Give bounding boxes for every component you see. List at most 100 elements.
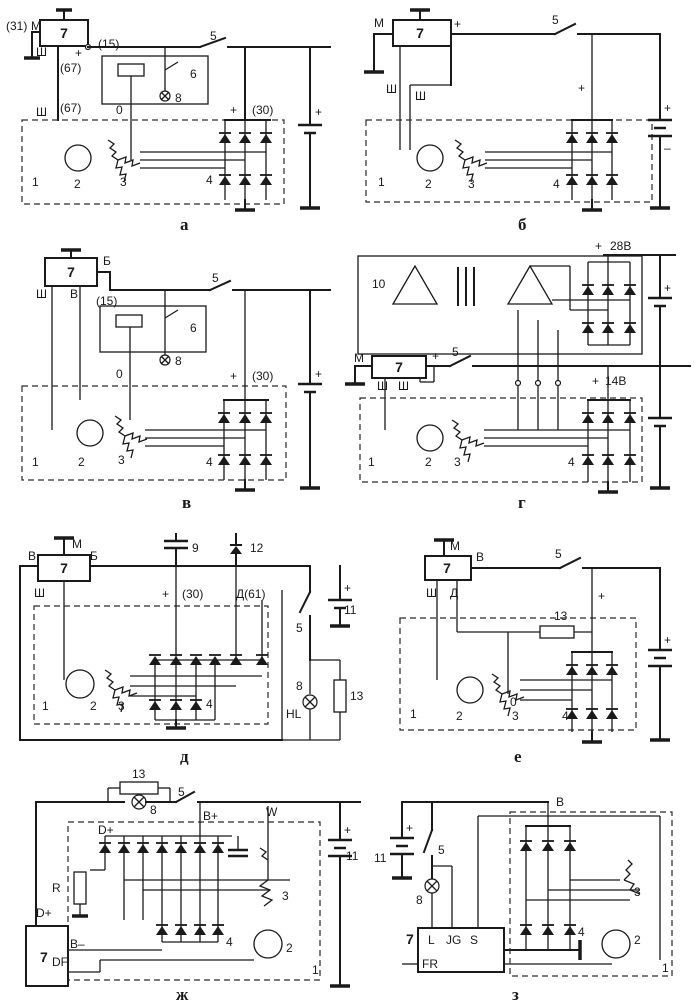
rotor-2-label: 2 [74, 177, 81, 191]
res-13-label: 13 [132, 767, 146, 781]
alt-1-label: 1 [410, 707, 417, 721]
v28-label: 28В [610, 239, 631, 253]
relay-6 [101, 55, 209, 105]
caption-zh: ж [176, 985, 189, 1004]
alternator-1 [21, 385, 287, 481]
w-label: W [266, 805, 278, 819]
switch-5-label: 5 [438, 843, 445, 857]
rectifier-4-label: 4 [578, 925, 585, 939]
terminal-v-label: В [476, 550, 484, 564]
terminal-l-label: L [428, 933, 435, 947]
alt-1-label: 1 [32, 455, 39, 469]
alternator-1 [67, 821, 321, 981]
rotor-2-label: 2 [90, 699, 97, 713]
lamp-8-label: 8 [296, 679, 303, 693]
hl-label: HL [286, 707, 302, 721]
terminal-sh2-label: Ш [36, 105, 47, 119]
caption-d: д [180, 747, 189, 766]
stator-3-label: 3 [634, 885, 641, 899]
regulator-label: 7 [60, 560, 68, 576]
panel-b: 7 М + 5 Ш Ш 1 2 3 4 + [364, 8, 672, 234]
terminal-b-label: B [556, 795, 564, 809]
alternator-1 [509, 811, 673, 977]
lamp-8-label: 8 [175, 354, 182, 368]
bat-plus-label: + [344, 823, 351, 837]
bat-plus-label: + [344, 581, 351, 595]
terminal-sh2-label: Ш [398, 379, 409, 393]
terminal-sh1-label: Ш [386, 82, 397, 96]
terminal-sh-label: Ш [36, 45, 47, 59]
terminal-sh2-label: Ш [415, 89, 426, 103]
terminal-jg-label: JG [446, 933, 461, 947]
r-label: R [52, 881, 61, 895]
lamp-8-label: 8 [150, 803, 157, 817]
regulator-label: 7 [395, 359, 403, 375]
terminal-m-label: М [354, 351, 364, 365]
diode-12-label: 12 [250, 541, 264, 555]
term-plus30-label: + [230, 103, 237, 117]
res-13-label: 13 [350, 689, 364, 703]
caption-g: г [518, 493, 526, 512]
terminal-sh-label: Ш [34, 586, 45, 600]
panel-zh: 13 8 5 D+ B+ W 3 [25, 767, 361, 1004]
winding-10-label: 10 [372, 277, 386, 291]
bat-11-label: 11 [374, 851, 387, 865]
rectifier-4-label: 4 [562, 709, 569, 723]
switch-5-label: 5 [552, 13, 559, 27]
terminal-m-label: М [31, 19, 41, 33]
panel-e: М 7 В 5 Ш Д + 13 0 1 2 3 4 [399, 538, 672, 766]
caption-e: е [514, 747, 522, 766]
bat-plus: + [664, 633, 671, 647]
terminal-v-label: В [70, 287, 78, 301]
regulator-label: 7 [443, 560, 451, 576]
stator-3-label: 3 [118, 699, 125, 713]
rotor-2-label: 2 [286, 941, 293, 955]
term-plus-label: + [598, 589, 605, 603]
panel-z: B + 11 5 8 7 L JG S FR [374, 795, 673, 1004]
terminal-plus-label: + [454, 17, 461, 31]
alt-1-label: 1 [42, 699, 49, 713]
relay-label: 6 [190, 67, 197, 81]
regulator-7 [25, 925, 69, 987]
terminal-0-label: 0 [116, 367, 123, 381]
alternator-1 [359, 397, 643, 483]
switch-5-label: 5 [212, 271, 219, 285]
term-d61-label: Д(61) [236, 587, 265, 601]
switch-5-label: 5 [178, 785, 185, 799]
alt-1-label: 1 [378, 175, 385, 189]
terminal-s-label: S [470, 933, 478, 947]
caption-b: б [518, 215, 527, 234]
rectifier-4-label: 4 [553, 177, 560, 191]
caption-z: з [512, 985, 519, 1004]
rectifier-4-label: 4 [206, 697, 213, 711]
regulator-7 [37, 554, 91, 582]
stator-3-label: 3 [118, 453, 125, 467]
terminal-15-label: (15) [98, 37, 119, 51]
regulator-label: 7 [60, 25, 68, 41]
bat1-plus: + [664, 281, 671, 295]
bat-minus-label: – [664, 141, 671, 155]
alt-1-label: 1 [32, 175, 39, 189]
panel-d: В М Б 7 Ш 9 12 + (30) Д(61) 1 2 3 4 [19, 533, 364, 766]
regulator-7 [417, 927, 505, 973]
alt-1-label: 1 [662, 961, 669, 975]
b-minus-label: B– [70, 937, 85, 951]
rectifier-4-label: 4 [206, 455, 213, 469]
regulator-label: 7 [406, 931, 414, 947]
alternator-1 [399, 617, 637, 731]
panel-g: + 28В 10 + М 7 + 5 Ш [345, 239, 691, 512]
terminal-67-label: (67) [60, 61, 81, 75]
relay-6 [99, 305, 207, 353]
lamp-8-label: 8 [416, 893, 423, 907]
regulator-label: 7 [67, 264, 75, 280]
rotor-2-label: 2 [634, 933, 641, 947]
terminal-m-label: М [450, 539, 460, 553]
switch-5-label: 5 [296, 621, 303, 635]
lamp-8-label: 8 [175, 91, 182, 105]
caption-a: а [180, 215, 189, 234]
d-plus-label: D+ [98, 823, 114, 837]
bat-plus-label: + [664, 101, 671, 115]
bat-plus-label: + [315, 105, 322, 119]
terminal-d-label: Д [450, 586, 458, 600]
